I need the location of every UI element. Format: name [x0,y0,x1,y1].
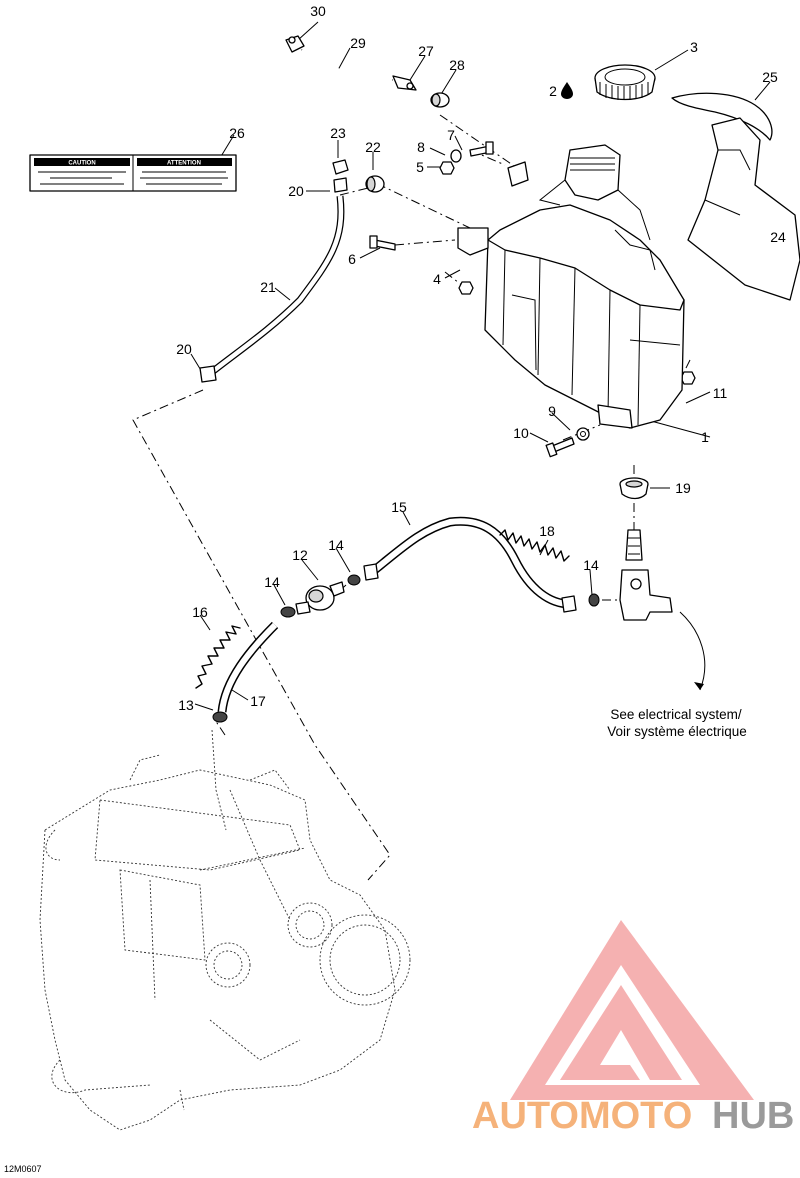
callout-12: 12 [292,547,308,563]
callout-27: 27 [418,43,434,59]
callout-9: 9 [548,403,556,419]
callout-21: 21 [260,279,276,295]
callout-10: 10 [513,425,529,441]
washer-8 [450,149,462,163]
oil-tank-1 [457,144,685,429]
bolt-6 [369,235,396,251]
oil-hose-21 [199,159,349,383]
callout-3: 3 [690,39,698,55]
callout-14-a: 14 [264,574,280,590]
electrical-system-arrow [679,611,706,691]
callout-22: 22 [365,139,381,155]
callout-4: 4 [433,271,441,287]
electrical-system-note: See electrical system/ Voir système élec… [607,707,747,739]
grommet-28 [430,92,450,108]
vent-fitting-27 [392,75,417,91]
callout-8: 8 [417,139,425,155]
oil-hose-15 [363,516,577,613]
grommet-22 [365,175,385,193]
spring-guard-18 [499,529,570,562]
grommet-19 [619,477,649,500]
clamp-13 [212,711,228,723]
callout-labels: 30 29 27 28 3 2 25 26 23 22 7 8 5 20 6 4… [176,3,786,713]
bolt-7 [469,141,494,157]
watermark-logo: AUTOMOTO HUB [472,920,794,1137]
oil-hose-17 [217,621,279,713]
tank-cap-3 [594,64,656,101]
decal-left-title: CAUTION [68,161,95,167]
engine-assembly [39,729,411,1131]
decal-right-title: ATTENTION [167,161,201,167]
bolt-10 [545,437,575,458]
note-line-1: See electrical system/ [610,707,742,722]
vent-hose-assembly [285,35,450,108]
fasteners [369,141,696,458]
watermark-text-primary: AUTOMOTO [472,1095,692,1137]
clamp-14-b [347,574,361,586]
callout-6: 6 [348,251,356,267]
oil-filter-12 [295,581,345,615]
callout-13: 13 [178,697,194,713]
callout-14-b: 14 [328,537,344,553]
callout-5: 5 [416,159,424,175]
nut-5 [439,161,455,175]
clamp-14-c [588,593,600,607]
panel-24 [687,117,800,301]
oil-drop-icon [561,82,573,99]
oil-level-sensor [619,529,673,621]
callout-14-c: 14 [583,557,599,573]
callout-20-top: 20 [288,183,304,199]
nut-4 [458,281,474,295]
callout-29: 29 [350,35,366,51]
callout-17: 17 [250,693,266,709]
callout-1: 1 [701,429,709,445]
callout-2: 2 [549,83,557,99]
note-line-2: Voir système électrique [607,724,747,739]
callout-25: 25 [762,69,778,85]
clamp-14-a [280,606,296,618]
nut-11 [680,371,696,385]
callout-16: 16 [192,604,208,620]
washer-9 [576,427,590,441]
vent-valve-30 [285,35,305,53]
callout-19: 19 [675,480,691,496]
callout-11: 11 [713,385,728,401]
callout-30: 30 [310,3,326,19]
callout-28: 28 [449,57,465,73]
callout-7: 7 [447,127,455,143]
callout-18: 18 [539,523,555,539]
leader-lines [190,21,771,711]
drawing-code: 12M0607 [4,1164,42,1174]
callout-15: 15 [391,499,407,515]
callout-20-bottom: 20 [176,341,192,357]
spring-guard-16 [195,625,241,689]
warning-decal-26: CAUTION ATTENTION [29,154,237,192]
deflector-25 [671,92,773,141]
callout-23: 23 [330,125,346,141]
watermark-text-secondary: HUB [712,1095,794,1137]
callout-26: 26 [229,125,245,141]
callout-24: 24 [770,229,786,245]
